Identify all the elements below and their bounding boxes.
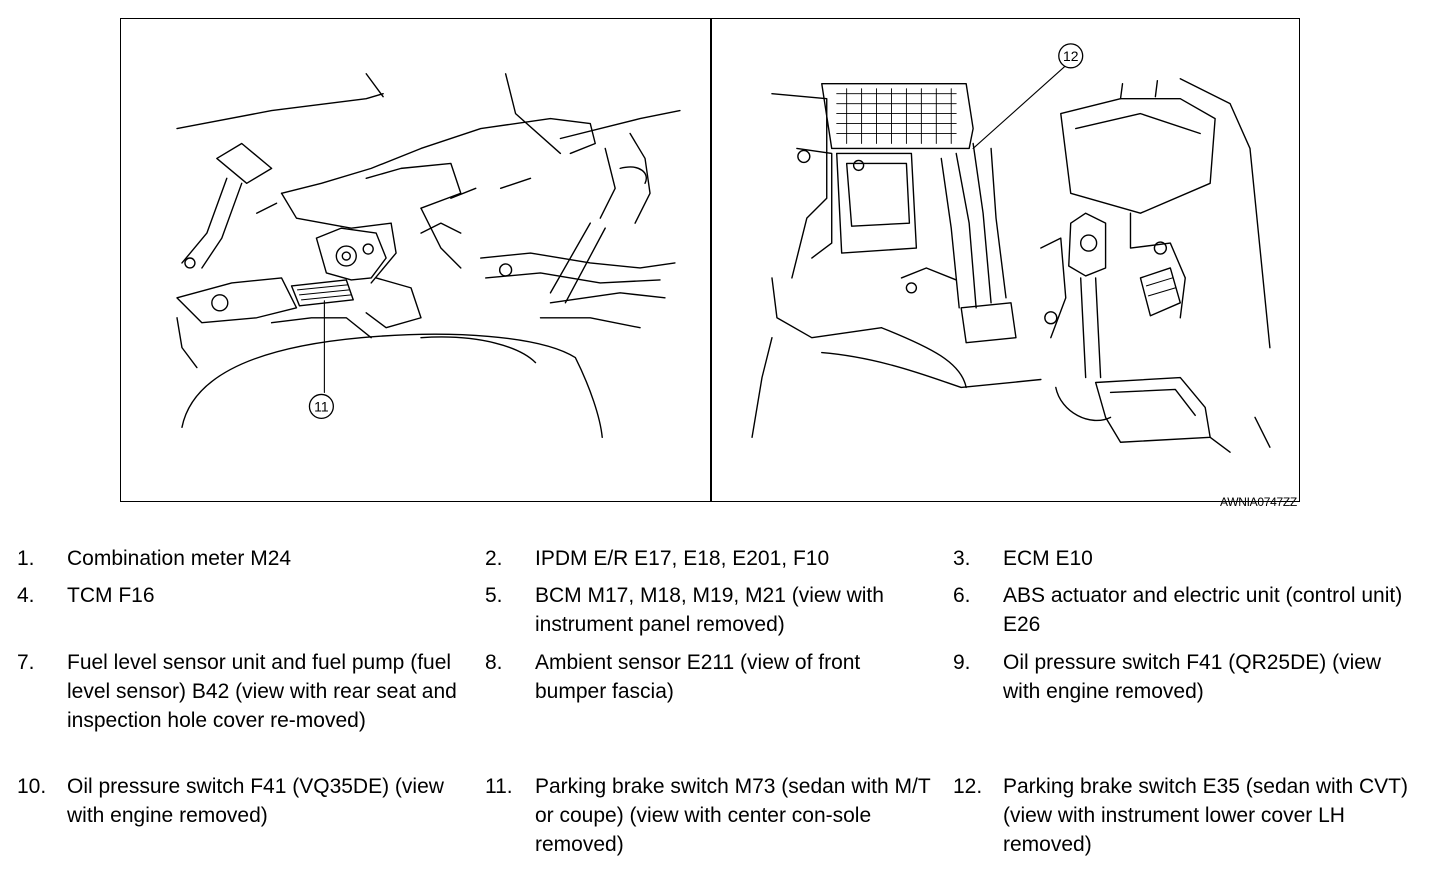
legend-number: 8. [485, 651, 503, 674]
legend-text: ECM E10 [1003, 547, 1093, 570]
legend-text: Oil pressure switch F41 (QR25DE) (view w… [1003, 651, 1382, 703]
component-location-figure: 11 [120, 18, 1300, 502]
legend-text: Ambient sensor E211 (view of front bumpe… [535, 651, 861, 703]
center-console-illustration: 11 [121, 19, 710, 501]
legend-item: 11. Parking brake switch M73 (sedan with… [485, 772, 935, 859]
legend-number: 9. [953, 651, 971, 674]
figure-code: AWNIA0747ZZ [1220, 495, 1297, 509]
legend-item: 4. TCM F16 [17, 581, 462, 610]
legend-text: BCM M17, M18, M19, M21 (view with instru… [535, 584, 884, 636]
legend-number: 3. [953, 547, 971, 570]
legend-number: 1. [17, 547, 35, 570]
legend-number: 11. [485, 775, 513, 798]
legend-item: 10. Oil pressure switch F41 (VQ35DE) (vi… [17, 772, 462, 830]
legend-number: 5. [485, 584, 503, 607]
legend-text: Fuel level sensor unit and fuel pump (fu… [67, 651, 457, 732]
legend-item: 7. Fuel level sensor unit and fuel pump … [17, 648, 462, 735]
callout-12: 12 [1063, 48, 1079, 64]
figure-divider [710, 19, 712, 501]
legend-item: 6. ABS actuator and electric unit (contr… [953, 581, 1413, 639]
legend-number: 2. [485, 547, 503, 570]
legend-number: 7. [17, 651, 35, 674]
legend-number: 10. [17, 775, 47, 798]
legend-text: Parking brake switch M73 (sedan with M/T… [535, 775, 931, 856]
legend-item: 2. IPDM E/R E17, E18, E201, F10 [485, 544, 935, 573]
legend-number: 12. [953, 775, 983, 798]
legend-item: 12. Parking brake switch E35 (sedan with… [953, 772, 1413, 859]
legend-item: 3. ECM E10 [953, 544, 1413, 573]
legend-text: ABS actuator and electric unit (control … [1003, 584, 1403, 636]
legend-item: 5. BCM M17, M18, M19, M21 (view with ins… [485, 581, 935, 639]
legend-text: TCM F16 [67, 584, 155, 607]
legend-item: 8. Ambient sensor E211 (view of front bu… [485, 648, 935, 706]
callout-11: 11 [314, 398, 329, 414]
legend-item: 9. Oil pressure switch F41 (QR25DE) (vie… [953, 648, 1413, 706]
legend-item: 1. Combination meter M24 [17, 544, 462, 573]
legend-number: 4. [17, 584, 35, 607]
legend-text: Oil pressure switch F41 (VQ35DE) (view w… [67, 775, 444, 827]
legend-text: Parking brake switch E35 (sedan with CVT… [1003, 775, 1408, 856]
legend-text: Combination meter M24 [67, 547, 292, 570]
legend-number: 6. [953, 584, 971, 607]
legend-text: IPDM E/R E17, E18, E201, F10 [535, 547, 830, 570]
instrument-lower-illustration: 12 [711, 19, 1301, 501]
